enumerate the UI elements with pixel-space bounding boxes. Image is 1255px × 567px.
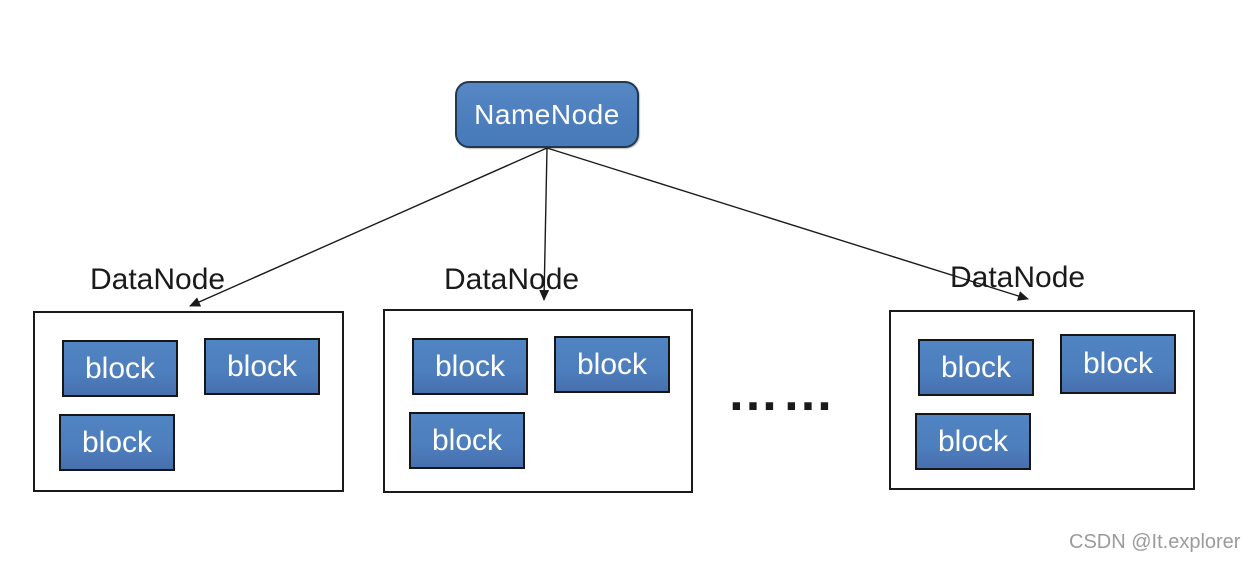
datanode-3-box: block block block <box>889 310 1195 490</box>
block: block <box>412 338 528 395</box>
datanode-2-label: DataNode <box>444 263 580 296</box>
arrow-namenode-to-datanode-1 <box>189 147 548 307</box>
block: block <box>554 336 670 393</box>
block: block <box>59 414 175 471</box>
watermark: CSDN @It.explorer <box>1069 531 1241 553</box>
block: block <box>62 340 178 397</box>
arrow-namenode-to-datanode-3 <box>546 147 1029 301</box>
arrow-namenode-to-datanode-2 <box>539 147 550 301</box>
block: block <box>1060 334 1176 394</box>
datanode-3-label: DataNode <box>950 261 1086 294</box>
block: block <box>918 339 1034 396</box>
block: block <box>204 338 320 395</box>
namenode-label: NameNode <box>474 98 620 130</box>
datanode-1-box: block block block <box>33 311 344 492</box>
datanode-1-label: DataNode <box>90 263 226 296</box>
namenode-box: NameNode <box>455 81 639 148</box>
block: block <box>409 412 525 469</box>
datanode-2-box: block block block <box>383 309 693 493</box>
ellipsis-dots: …… <box>727 364 837 422</box>
block: block <box>915 413 1031 470</box>
